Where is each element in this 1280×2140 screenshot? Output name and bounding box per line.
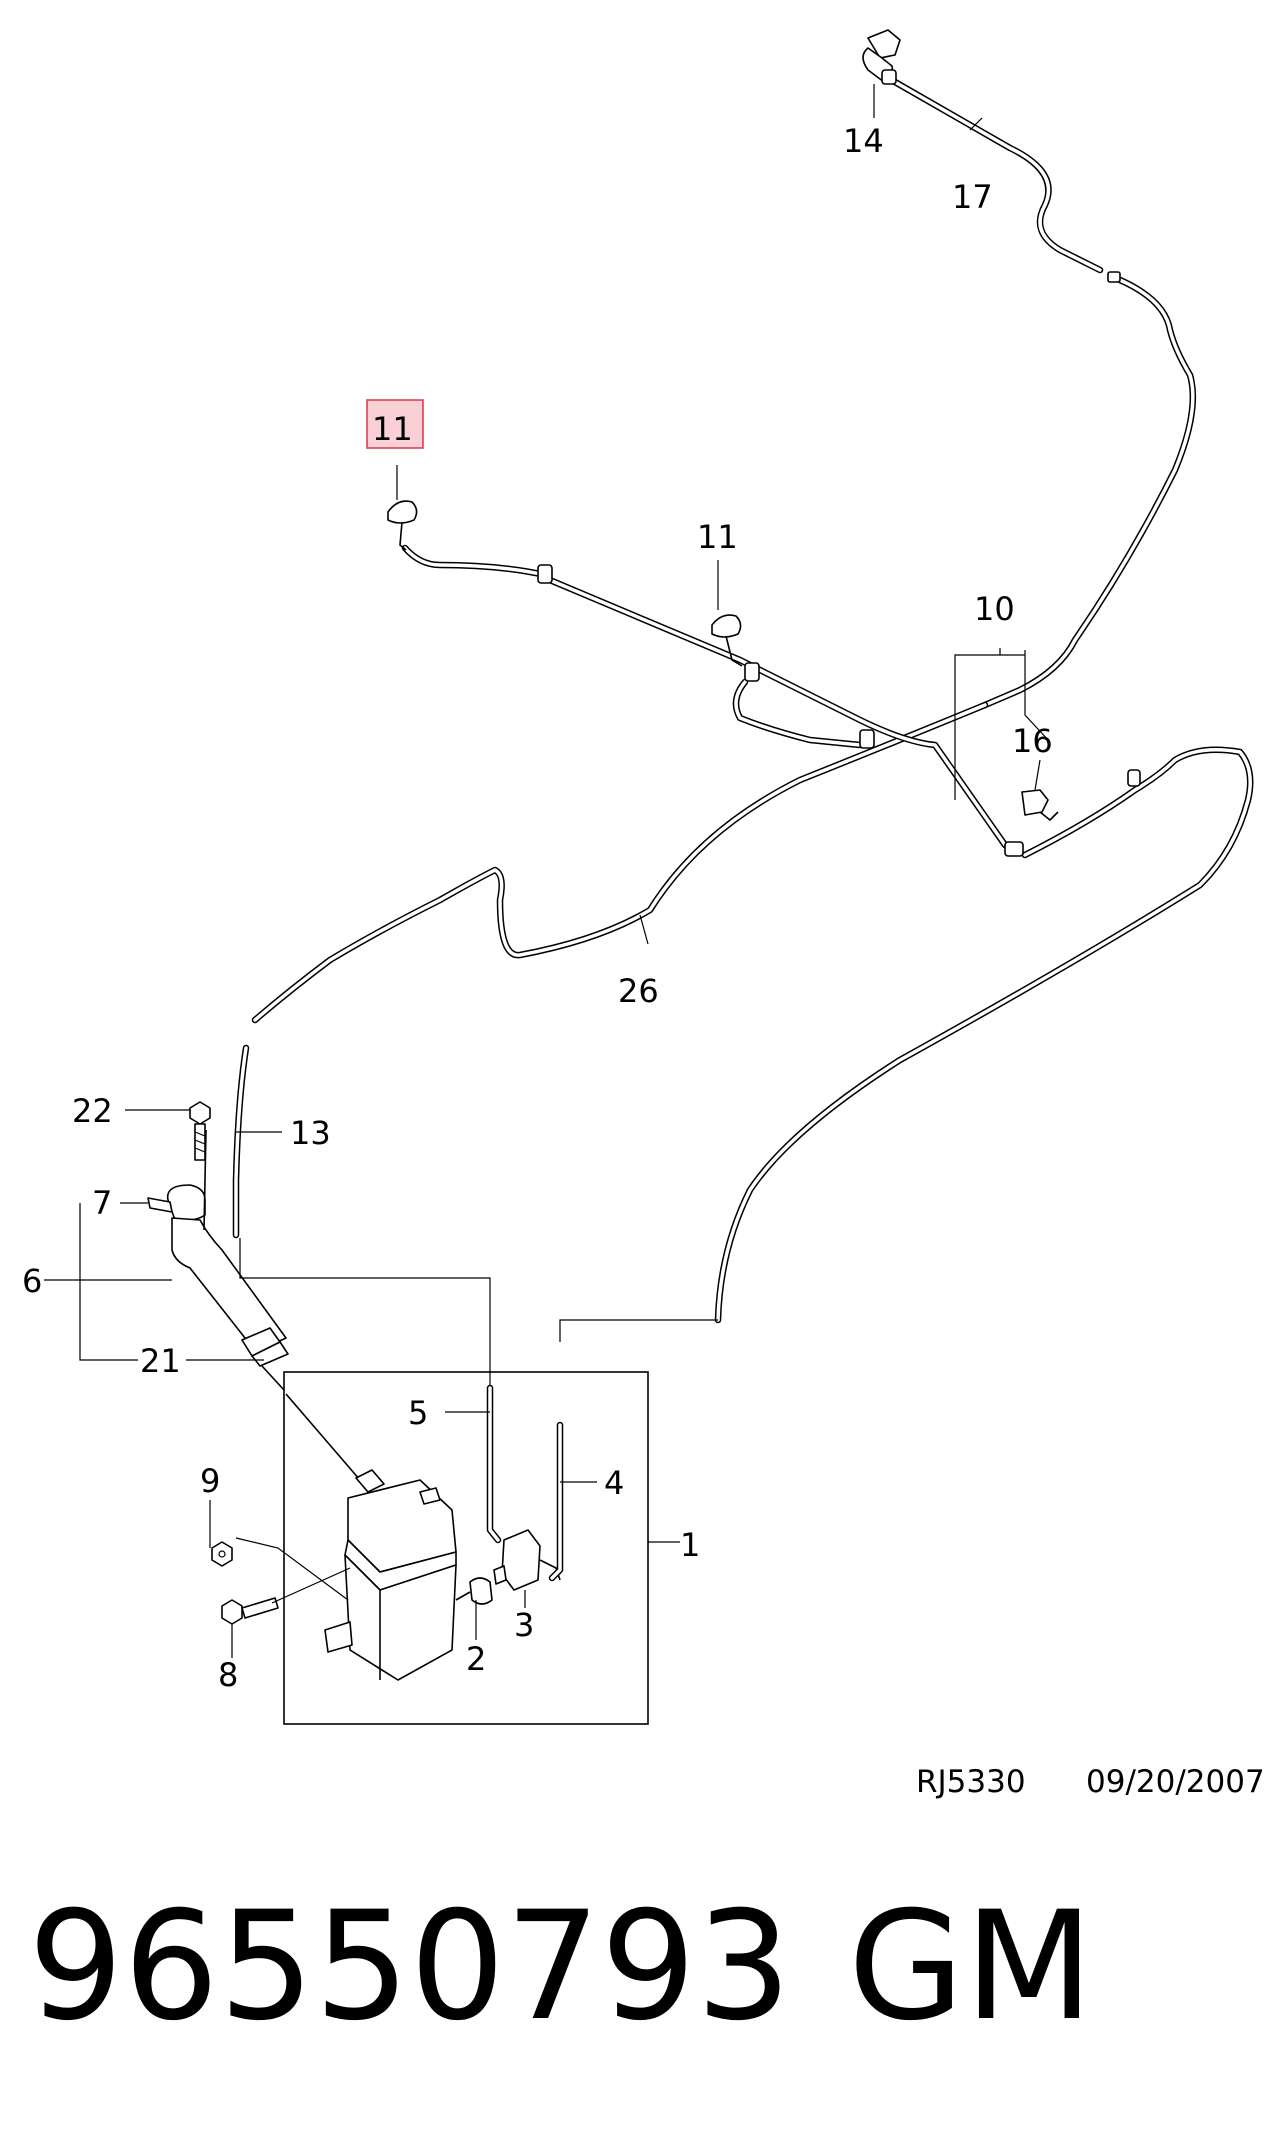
washer-nozzle-right (711, 614, 743, 667)
reference-code: RJ5330 (916, 1764, 1026, 1800)
callout-2: 2 (466, 1640, 486, 1678)
callout-8: 8 (218, 1656, 238, 1694)
hose-13 (232, 1044, 250, 1239)
bolt-8 (221, 1597, 279, 1625)
callout-21: 21 (140, 1342, 181, 1380)
hose-connectors (537, 271, 1141, 857)
callout-5: 5 (408, 1394, 428, 1432)
hose-1-main (714, 746, 1254, 1324)
washer-nozzle-left (387, 500, 418, 551)
leader-lines (44, 84, 1051, 1658)
callout-13: 13 (290, 1114, 331, 1152)
callout-4: 4 (604, 1464, 624, 1502)
hose-4 (548, 1421, 564, 1582)
brand-name: GM (848, 1880, 1094, 2054)
callout-3: 3 (514, 1606, 534, 1644)
washer-pump-3 (493, 1529, 561, 1591)
hose-left-nozzle-feed (401, 544, 1009, 849)
callout-10: 10 (974, 590, 1015, 628)
part-number: 96550793 (28, 1880, 791, 2054)
nut-9 (211, 1541, 233, 1567)
callout-17: 17 (952, 178, 993, 216)
hose-5 (486, 1384, 502, 1544)
callout-1: 1 (680, 1526, 700, 1564)
hose-right-nozzle-feed (732, 678, 864, 749)
bolt-22 (189, 1101, 211, 1161)
callout-highlight-box (366, 399, 424, 449)
grommet-2 (455, 1577, 493, 1605)
washer-reservoir (285, 1393, 457, 1681)
hose-26 (251, 701, 989, 1024)
callout-26: 26 (618, 972, 659, 1010)
clip-16 (1021, 789, 1059, 822)
callout-11-highlighted[interactable]: 11 (372, 410, 413, 448)
callout-16: 16 (1012, 722, 1053, 760)
filler-neck-6 (147, 1129, 289, 1391)
callout-14: 14 (843, 122, 884, 160)
callout-7: 7 (92, 1184, 112, 1222)
hose-17 (891, 78, 1197, 709)
reservoir-assembly-box (283, 1371, 649, 1725)
callout-22: 22 (72, 1092, 113, 1130)
callout-11: 11 (697, 518, 738, 556)
callout-6: 6 (22, 1262, 42, 1300)
elbow-14 (862, 29, 901, 85)
callout-9: 9 (200, 1462, 220, 1500)
reference-date: 09/20/2007 (1086, 1764, 1265, 1800)
